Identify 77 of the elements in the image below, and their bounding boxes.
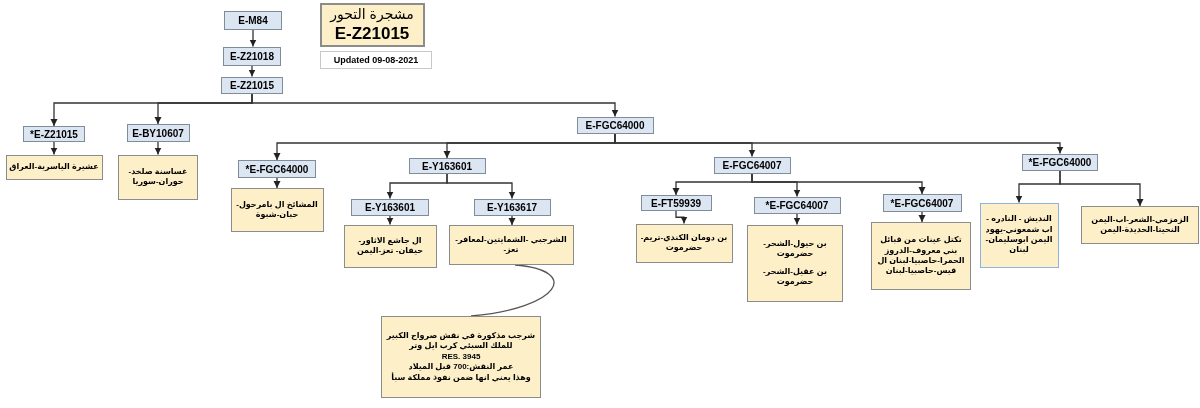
label-text: E-FGC64000 [585,119,645,131]
arrow [751,172,926,195]
label-box [223,46,281,66]
label-text: بن حيول-الشحر- حضرموت [762,238,828,260]
label-text: RES. 3945 [441,351,481,363]
label-text: الشرجبي -الشمايتين-لمعافر-تعز- [454,234,568,256]
label-text: عمر النقش:700 قبل الميلاد [408,362,514,373]
title-box [319,3,425,47]
arrow [248,64,256,78]
arrow [793,212,801,226]
label-box [224,10,282,30]
label-text: E-Y163601 [364,201,415,213]
date-box [320,51,432,69]
label-text: الزمزمي-الشعر-اب-اليمن النحيتا-الحديدة-اليمن [1090,214,1190,236]
arrow [273,177,281,189]
label-text: وهذا يعني انها ضمن نفوذ مملكة سبأ [391,372,531,383]
arrow [918,211,926,223]
arrow [508,214,516,226]
label-box [238,160,316,178]
label-box [1022,153,1098,171]
label-box [23,126,85,142]
title-text: مشجرة التحور [330,5,414,24]
arrow [50,141,58,156]
label-text: *E-FGC64000 [1028,156,1092,168]
label-text: شرجب مذكورة في نقش صرواح الكبير [386,331,536,342]
label-text: بن دومان الكندي-تريم- حضرموت [639,232,729,254]
label-text: *E-FGC64000 [245,163,309,175]
label-box [713,156,791,174]
note-box [5,154,103,180]
label-text: بن عقيل-الشحر- حضرموت [762,266,828,288]
label-box [753,196,841,214]
label-text: *E-FGC64007 [890,197,954,209]
note-box [1081,206,1199,244]
arrow [614,132,1064,155]
note-box [635,223,733,263]
arrow [249,28,257,48]
note-box [871,222,971,290]
subtitle-text: E-Z21015 [334,23,410,45]
arrow [154,141,162,156]
label-text: E-Y163617 [486,201,537,213]
label-text: E-Z21015 [230,79,274,91]
label-text: المشائخ ال بامرحول- حبان-شبوة [235,199,319,221]
label-box [221,76,283,94]
arrow [1059,169,1144,207]
arrow [251,92,619,118]
label-box [351,198,429,216]
note-box [230,188,324,232]
label-text: E-Z21018 [230,50,274,62]
note-box [448,225,574,265]
label-box [408,158,486,174]
label-text: غساسنة صلخد- حوران-سوريا [127,166,189,188]
arrow [446,173,516,200]
label-box [126,124,190,142]
label-text: E-Y163601 [421,160,472,172]
arrow [675,210,688,225]
label-text: ال جاشع الاثاور-حيفان- تعز-اليمن [355,235,425,257]
note-box [381,316,541,398]
label-text: E-M84 [238,14,268,26]
label-text: *E-Z21015 [30,128,78,140]
date-text: Updated 09-08-2021 [333,55,419,65]
note-box [979,202,1059,268]
label-box [576,116,654,134]
label-text: تكتل عينات من قبائل بني معروف-الدروز الحمرا-حاصبيا-لبنان ال قيس-حاصبيا-لبنان [876,235,966,277]
label-box [882,194,962,212]
label-text: للملك السبئي كرب ايل وتر [409,341,513,352]
label-text: عشيرة الياسرية-العراق [9,161,99,173]
note-box [343,224,437,268]
note-box [118,154,198,200]
label-text: E-BY10607 [132,127,184,139]
label-box [473,198,551,216]
label-text: E-FT59939 [651,197,701,209]
note-box [747,224,843,302]
arrow [386,214,394,226]
label-box [640,195,712,211]
label-text: *E-FGC64007 [765,199,829,211]
label-text: E-FGC64007 [722,159,782,171]
label-text: النديش - النادره - اب شمعوني-يهود اليمن ابوسليمان- لبنان [984,214,1054,256]
